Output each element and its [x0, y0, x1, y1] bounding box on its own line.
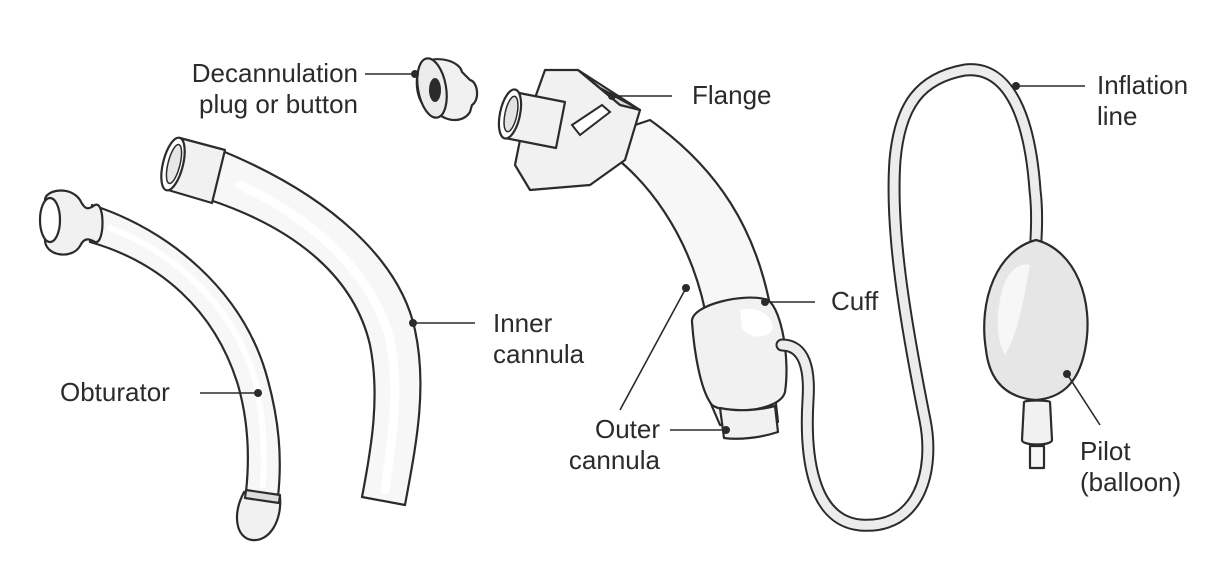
pilot-balloon-shine	[997, 264, 1030, 355]
label-decannulation-line-2: plug or button	[198, 89, 358, 119]
label-decannulation-line-1: Decannulation	[191, 58, 358, 88]
label-obturator-text: Obturator	[60, 377, 170, 407]
label-outer-cannula-line-2: cannula	[568, 445, 660, 475]
label-flange: Flange	[692, 80, 772, 111]
obturator-rod	[88, 203, 281, 499]
leader-dot-inflation-line	[1012, 82, 1020, 90]
inflation-line-fill	[777, 65, 1042, 530]
leader-dot-inner-cannula	[409, 319, 417, 327]
label-pilot-balloon: Pilot (balloon)	[1080, 436, 1181, 498]
cuff	[690, 296, 788, 412]
label-cuff: Cuff	[831, 286, 878, 317]
leader-dot-outer-cannula-lower	[722, 426, 730, 434]
label-inner-cannula: Inner cannula	[493, 308, 584, 370]
inner-cannula-part	[160, 136, 422, 507]
label-pilot-line-2: (balloon)	[1080, 467, 1182, 497]
label-cuff-text: Cuff	[831, 286, 879, 316]
leader-dot-cuff	[761, 298, 769, 306]
pilot-valve	[1020, 399, 1054, 446]
label-inner-cannula-line-1: Inner	[493, 308, 553, 338]
label-inflation-line-1: Inflation	[1097, 70, 1189, 100]
label-flange-text: Flange	[692, 80, 772, 110]
leader-dot-decannulation	[411, 70, 419, 78]
label-decannulation-plug: Decannulation plug or button	[148, 58, 358, 120]
leader-dot-obturator	[254, 389, 262, 397]
inner-cannula-shine	[235, 180, 400, 495]
outer-cannula-assembly	[497, 68, 788, 440]
label-inflation-line-2: line	[1097, 101, 1138, 131]
outer-cannula-tip	[718, 404, 780, 440]
flange-side	[576, 68, 642, 112]
flange-slot	[570, 103, 612, 137]
leader-pilot-balloon	[1066, 373, 1101, 426]
outer-cannula-opening-inner	[503, 95, 519, 133]
label-outer-cannula-line-1: Outer	[594, 414, 660, 444]
decannulation-plug-part	[415, 57, 479, 122]
label-inner-cannula-line-2: cannula	[493, 339, 585, 369]
cuff-shine	[740, 308, 773, 337]
leader-dot-outer-cannula-upper	[682, 284, 690, 292]
obturator-tip-band	[243, 488, 282, 505]
obturator-rod-shine	[107, 225, 267, 488]
plug-hole	[429, 78, 441, 102]
obturator-part	[38, 189, 282, 542]
label-inflation-line: Inflation line	[1097, 70, 1188, 132]
label-obturator: Obturator	[60, 377, 170, 408]
leader-lines	[200, 70, 1101, 434]
pilot-stem	[1028, 444, 1046, 470]
inner-cannula-tube	[208, 148, 422, 507]
label-pilot-line-1: Pilot	[1080, 436, 1131, 466]
leader-dot-flange	[608, 92, 616, 100]
obturator-handle	[43, 189, 104, 256]
leader-outer-cannula-upper	[619, 287, 687, 411]
label-outer-cannula: Outer cannula	[540, 414, 660, 476]
obturator-tip	[236, 490, 282, 542]
inner-cannula-opening-inner	[165, 143, 183, 185]
leader-dot-pilot-balloon	[1063, 370, 1071, 378]
obturator-handle-face	[38, 196, 62, 244]
inflation-system	[775, 63, 1089, 532]
